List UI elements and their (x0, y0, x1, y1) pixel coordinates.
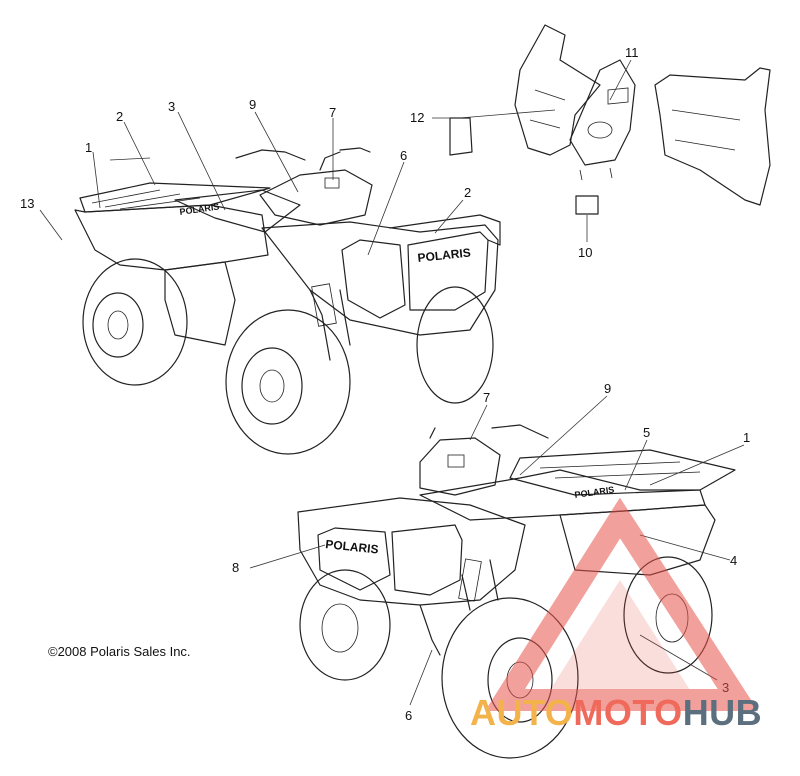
callout-7b: 7 (483, 390, 490, 405)
callout-3a: 3 (168, 99, 175, 114)
callout-2b: 2 (464, 185, 471, 200)
watermark-part-2: MOTO (573, 692, 683, 733)
callout-11: 11 (625, 45, 639, 60)
decal-polaris-side-a: POLARIS (179, 202, 220, 217)
watermark-part-3: HUB (682, 692, 763, 733)
leader-lines (39, 59, 745, 706)
decal-10-shape (575, 195, 599, 215)
callout-4: 4 (730, 553, 737, 568)
callout-6b: 6 (405, 708, 412, 723)
front-hood-exploded (449, 24, 771, 215)
callout-6a: 6 (400, 148, 407, 163)
watermark-logo: AUTOMOTOHUB (470, 692, 762, 734)
callout-12: 12 (410, 110, 424, 125)
callout-9b: 9 (604, 381, 611, 396)
decal-polaris-front-b: POLARIS (325, 537, 380, 556)
decal-12-shape (449, 117, 473, 156)
callout-9a: 9 (249, 97, 256, 112)
callout-10: 10 (578, 245, 592, 260)
callout-1b: 1 (743, 430, 750, 445)
callout-13: 13 (20, 196, 34, 211)
watermark-part-1: AUTO (470, 692, 574, 733)
callout-1a: 1 (85, 140, 92, 155)
decal-polaris-front-a: POLARIS (417, 245, 472, 264)
watermark-triangle-icon (485, 497, 759, 711)
atv-bottom-right: POLARIS POLARIS (297, 424, 736, 759)
atv-top-left: POLARIS POLARIS (74, 147, 501, 455)
callout-7a: 7 (329, 105, 336, 120)
copyright-text: ©2008 Polaris Sales Inc. (48, 644, 191, 659)
callout-8: 8 (232, 560, 239, 575)
callout-2a: 2 (116, 109, 123, 124)
decal-polaris-side-b: POLARIS (574, 485, 615, 500)
callout-5: 5 (643, 425, 650, 440)
